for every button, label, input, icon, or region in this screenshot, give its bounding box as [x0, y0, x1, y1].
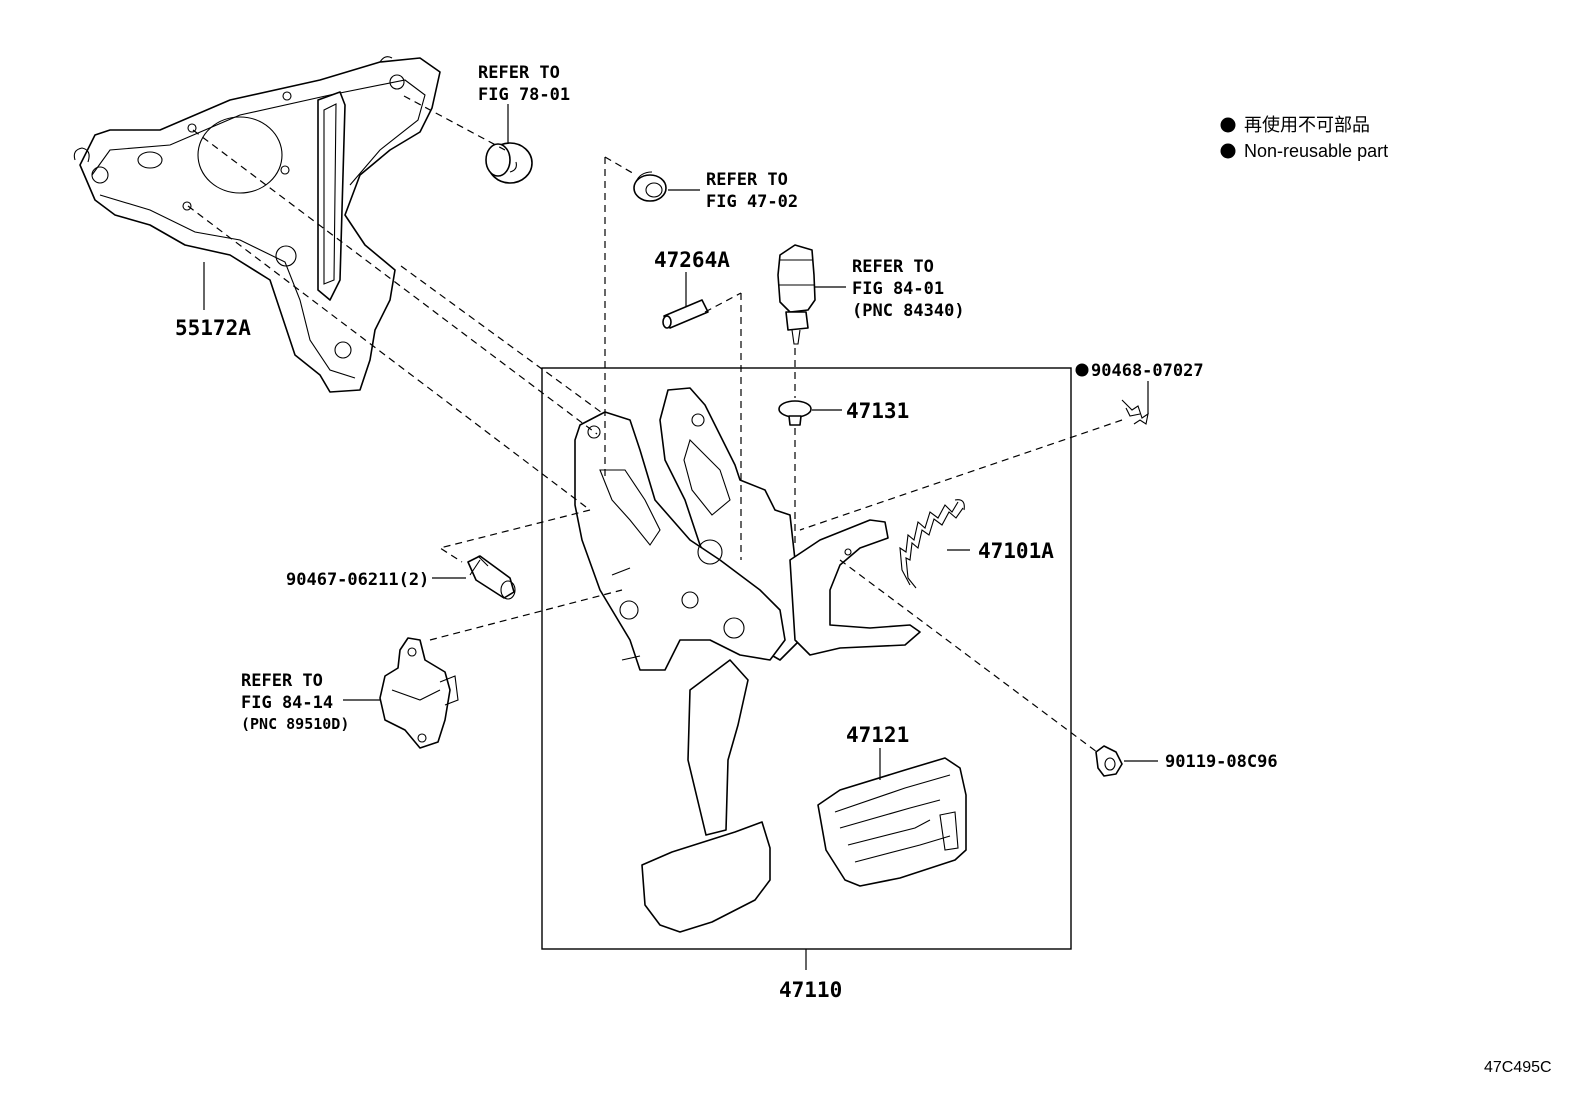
label-55172A: 55172A [175, 316, 251, 340]
refer-78-01-line2: FIG 78-01 [478, 85, 570, 105]
stop-lamp-switch-illustration [777, 244, 816, 345]
label-47264A: 47264A [654, 248, 730, 272]
pin-47264A-illustration [662, 299, 709, 329]
refer-47-02-line2: FIG 47-02 [706, 192, 798, 212]
non-reusable-dot-icon [1075, 363, 1089, 377]
refer-84-14-line3: (PNC 89510D) [241, 715, 349, 733]
refer-84-01-line3: (PNC 84340) [852, 301, 965, 321]
pedal-bracket-illustration [73, 56, 441, 393]
assembly-guide-lines [187, 95, 1123, 753]
label-47131: 47131 [846, 399, 909, 423]
label-90468: 90468-07027 [1091, 361, 1204, 381]
refer-78-01-line1: REFER TO [478, 63, 560, 83]
label-47110: 47110 [779, 978, 842, 1002]
refer-84-01-line2: FIG 84-01 [852, 279, 944, 299]
legend-dot-icon [1220, 117, 1236, 133]
cushion-78-01-illustration [485, 142, 533, 184]
legend-dot-icon [1220, 143, 1236, 159]
stopper-47131-illustration [778, 400, 812, 426]
refer-47-02-line1: REFER TO [706, 170, 788, 190]
pedal-assembly-illustration [574, 387, 921, 933]
pedal-pad-47121-illustration [817, 757, 967, 887]
bolt-90119-illustration [1095, 745, 1123, 777]
legend-jp-text: 再使用不可部品 [1244, 115, 1370, 135]
label-90467: 90467-06211(2) [286, 570, 429, 590]
refer-84-14-line1: REFER TO [241, 671, 323, 691]
bushing-47-02-illustration [633, 171, 667, 202]
label-47101A: 47101A [978, 539, 1054, 563]
nut-90467-illustration [467, 555, 516, 600]
refer-84-01-line1: REFER TO [852, 257, 934, 277]
diagram-code: 47C495C [1484, 1059, 1552, 1076]
sensor-84-14-illustration [379, 637, 459, 749]
label-90119: 90119-08C96 [1165, 752, 1278, 772]
refer-84-14-line2: FIG 84-14 [241, 693, 333, 713]
legend: 再使用不可部品 Non-reusable part [1220, 115, 1388, 161]
clip-90468-illustration [1121, 399, 1149, 425]
legend-en-text: Non-reusable part [1244, 141, 1388, 161]
spring-47101A-illustration [899, 499, 965, 589]
label-47121: 47121 [846, 723, 909, 747]
